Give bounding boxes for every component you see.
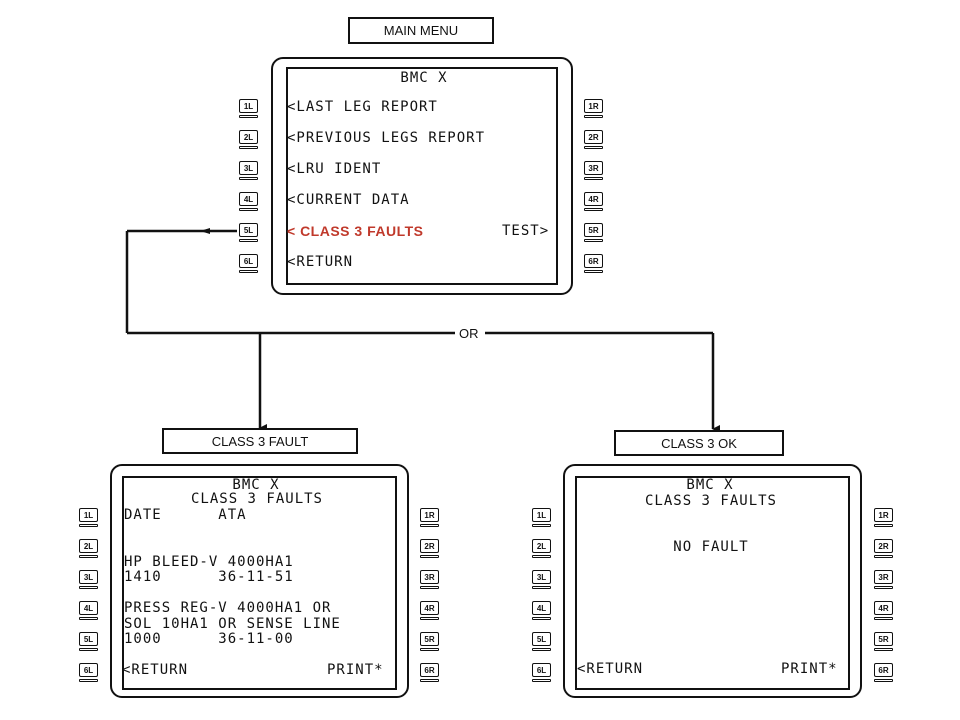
fault-key-6l[interactable]: 6L bbox=[78, 663, 98, 682]
main-menu-screen bbox=[286, 67, 558, 285]
ok-key-3l[interactable]: 3L bbox=[531, 570, 551, 589]
class3-ok-print[interactable]: PRINT* bbox=[781, 661, 838, 677]
ok-key-4r[interactable]: 4R bbox=[873, 601, 893, 620]
key-3r[interactable]: 3R bbox=[583, 161, 603, 180]
class3-fault-title: CLASS 3 FAULT bbox=[162, 428, 358, 454]
fault-key-3r[interactable]: 3R bbox=[419, 570, 439, 589]
ok-key-1r[interactable]: 1R bbox=[873, 508, 893, 527]
fault-line-5: 1000 36-11-00 bbox=[124, 631, 294, 647]
key-6l[interactable]: 6L bbox=[238, 254, 258, 273]
fault-line-2: 1410 36-11-51 bbox=[124, 569, 294, 585]
fault-key-1r[interactable]: 1R bbox=[419, 508, 439, 527]
menu-line-class3-faults[interactable]: < CLASS 3 FAULTS bbox=[287, 223, 424, 239]
class3-ok-screen bbox=[575, 476, 850, 690]
class3-ok-title: CLASS 3 OK bbox=[614, 430, 784, 456]
key-5r[interactable]: 5R bbox=[583, 223, 603, 242]
class3-fault-return[interactable]: <RETURN bbox=[122, 662, 189, 678]
class3-fault-header1: BMC X bbox=[232, 477, 280, 493]
class3-ok-header2: CLASS 3 FAULTS bbox=[644, 493, 777, 509]
key-6r[interactable]: 6R bbox=[583, 254, 603, 273]
fault-line-4: SOL 10HA1 OR SENSE LINE bbox=[124, 616, 341, 632]
key-2l[interactable]: 2L bbox=[238, 130, 258, 149]
key-3l[interactable]: 3L bbox=[238, 161, 258, 180]
fault-line-3: PRESS REG-V 4000HA1 OR bbox=[124, 600, 332, 616]
fault-line-1: HP BLEED-V 4000HA1 bbox=[124, 554, 294, 570]
menu-line-current-data[interactable]: <CURRENT DATA bbox=[287, 192, 410, 208]
menu-line-return[interactable]: <RETURN bbox=[287, 254, 354, 270]
class3-ok-cdu bbox=[563, 464, 862, 698]
fault-key-2r[interactable]: 2R bbox=[419, 539, 439, 558]
class3-ok-header1: BMC X bbox=[686, 477, 734, 493]
class3-fault-screen bbox=[122, 476, 397, 690]
main-menu-header: BMC X bbox=[400, 70, 448, 86]
menu-line-previous-legs-report[interactable]: <PREVIOUS LEGS REPORT bbox=[287, 130, 486, 146]
fault-key-4l[interactable]: 4L bbox=[78, 601, 98, 620]
key-2r[interactable]: 2R bbox=[583, 130, 603, 149]
fault-key-6r[interactable]: 6R bbox=[419, 663, 439, 682]
fault-key-3l[interactable]: 3L bbox=[78, 570, 98, 589]
fault-key-2l[interactable]: 2L bbox=[78, 539, 98, 558]
menu-line-test[interactable]: TEST> bbox=[502, 223, 550, 239]
ok-key-6l[interactable]: 6L bbox=[531, 663, 551, 682]
ok-key-2l[interactable]: 2L bbox=[531, 539, 551, 558]
key-5l[interactable]: 5L bbox=[238, 223, 258, 242]
ok-key-5l[interactable]: 5L bbox=[531, 632, 551, 651]
class3-fault-cdu bbox=[110, 464, 409, 698]
key-4l[interactable]: 4L bbox=[238, 192, 258, 211]
menu-line-last-leg-report[interactable]: <LAST LEG REPORT bbox=[287, 99, 438, 115]
fault-key-5r[interactable]: 5R bbox=[419, 632, 439, 651]
key-4r[interactable]: 4R bbox=[583, 192, 603, 211]
ok-key-2r[interactable]: 2R bbox=[873, 539, 893, 558]
fault-key-1l[interactable]: 1L bbox=[78, 508, 98, 527]
fault-key-4r[interactable]: 4R bbox=[419, 601, 439, 620]
class3-ok-message: NO FAULT bbox=[673, 539, 749, 555]
class3-fault-print[interactable]: PRINT* bbox=[327, 662, 384, 678]
main-menu-cdu bbox=[271, 57, 573, 295]
ok-key-1l[interactable]: 1L bbox=[531, 508, 551, 527]
menu-line-lru-ident[interactable]: <LRU IDENT bbox=[287, 161, 382, 177]
key-1r[interactable]: 1R bbox=[583, 99, 603, 118]
main-menu-title: MAIN MENU bbox=[348, 17, 494, 44]
ok-key-3r[interactable]: 3R bbox=[873, 570, 893, 589]
ok-key-5r[interactable]: 5R bbox=[873, 632, 893, 651]
or-label: OR bbox=[456, 326, 482, 341]
key-1l[interactable]: 1L bbox=[238, 99, 258, 118]
class3-ok-return[interactable]: <RETURN bbox=[577, 661, 644, 677]
fault-key-5l[interactable]: 5L bbox=[78, 632, 98, 651]
ok-key-4l[interactable]: 4L bbox=[531, 601, 551, 620]
ok-key-6r[interactable]: 6R bbox=[873, 663, 893, 682]
class3-fault-header2: CLASS 3 FAULTS bbox=[190, 491, 323, 507]
class3-fault-col-header: DATE ATA bbox=[124, 507, 247, 523]
